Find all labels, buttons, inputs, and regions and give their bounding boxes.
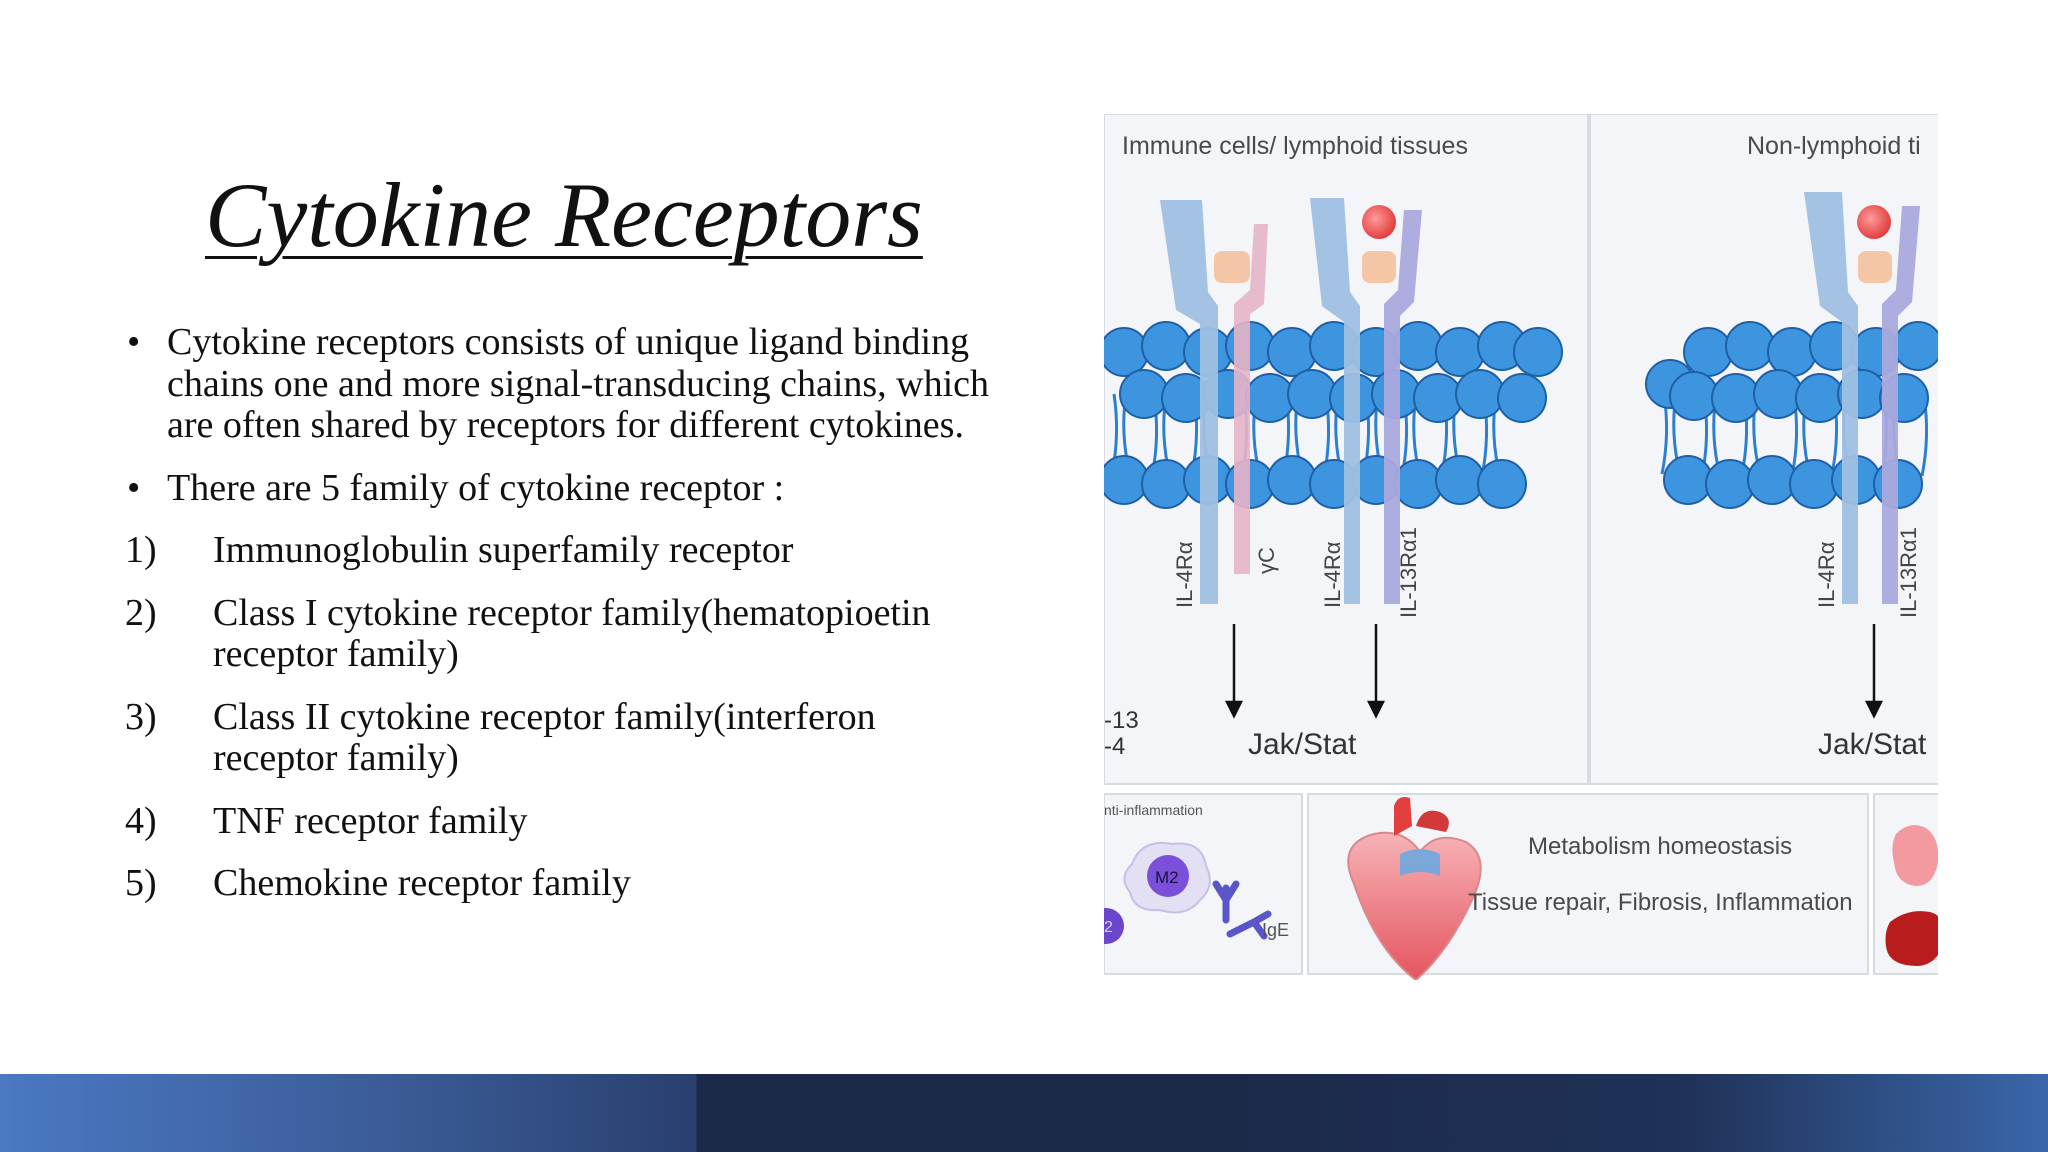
item-text: TNF receptor family — [213, 799, 528, 842]
receptor-label: γC — [1254, 547, 1279, 574]
antibody-label: IgE — [1262, 920, 1289, 940]
partial-cell-icon — [1104, 908, 1124, 944]
receptor-il4ra-il13ra1 — [1310, 198, 1444, 604]
bullet-item: • Cytokine receptors consists of unique … — [125, 321, 1005, 447]
footer-band — [0, 1074, 2048, 1152]
receptor-label: IL-13Rα1 — [1896, 527, 1921, 618]
item-number: 3) — [125, 695, 157, 738]
receptor-label: IL-13Rα1 — [1396, 527, 1421, 618]
item-text: Class II cytokine receptor family(interf… — [213, 695, 876, 779]
receptor-il4ra-il13ra1-right — [1804, 192, 1938, 604]
receptor-il4ra-gc — [1160, 200, 1290, 604]
numbered-item: 3) Class II cytokine receptor family(int… — [125, 695, 1005, 780]
partial-cell-label: 2 — [1104, 919, 1113, 936]
slide-content: • Cytokine receptors consists of unique … — [125, 321, 1005, 926]
numbered-item: 5) Chemokine receptor family — [125, 862, 1005, 905]
item-number: 2) — [125, 591, 157, 634]
item-text: Chemokine receptor family — [213, 862, 631, 904]
m2-macrophage-icon — [1123, 842, 1211, 914]
bullet-marker: • — [127, 466, 141, 509]
side-label: -13 — [1104, 707, 1139, 734]
receptor-figure: Immune cells/ lymphoid tissues Non-lymph… — [1104, 114, 1938, 980]
pathway-label: Jak/Stat — [1248, 728, 1357, 761]
signal-arrows — [1224, 624, 1884, 719]
panel-right-title: Non-lymphoid ti — [1747, 132, 1921, 160]
numbered-item: 1) Immunoglobulin superfamily receptor — [125, 529, 1005, 572]
numbered-item: 4) TNF receptor family — [125, 799, 1005, 843]
bullet-text: Cytokine receptors consists of unique li… — [167, 321, 990, 446]
bottom-mid-line1: Metabolism homeostasis — [1528, 833, 1792, 860]
bottom-mid-line2: Tissue repair, Fibrosis, Inflammation — [1468, 889, 1853, 916]
slide-title: Cytokine Receptors — [205, 164, 923, 266]
bullet-text: There are 5 family of cytokine receptor … — [167, 466, 785, 509]
item-number: 5) — [125, 862, 157, 904]
antibody-icon — [1212, 880, 1272, 940]
cell-label: M2 — [1155, 868, 1179, 887]
pathway-label: Jak/Stat — [1818, 728, 1927, 761]
receptor-label: IL-4Rα — [1172, 541, 1197, 608]
heart-icon — [1347, 797, 1482, 980]
item-text: Class I cytokine receptor family(hematop… — [213, 591, 931, 675]
item-number: 4) — [125, 799, 157, 842]
bullet-marker: • — [127, 321, 141, 363]
panel-left-title: Immune cells/ lymphoid tissues — [1122, 132, 1468, 160]
receptor-label: IL-4Rα — [1814, 541, 1839, 608]
bullet-item: • There are 5 family of cytokine recepto… — [125, 466, 1005, 510]
bottom-left-caption: nti-inflammation — [1104, 802, 1203, 818]
receptor-label: IL-4Rα — [1320, 541, 1345, 608]
organ-icons — [1885, 825, 1938, 966]
item-number: 1) — [125, 529, 157, 571]
item-text: Immunoglobulin superfamily receptor — [213, 529, 794, 571]
numbered-item: 2) Class I cytokine receptor family(hema… — [125, 591, 1005, 676]
side-label: -4 — [1104, 733, 1125, 760]
membrane-lipid-heads — [1104, 321, 1938, 509]
